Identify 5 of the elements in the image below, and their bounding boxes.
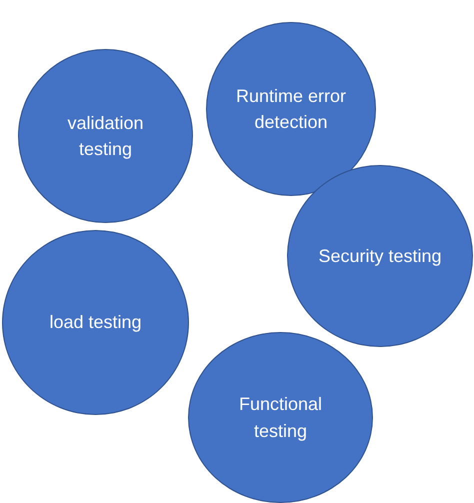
circle-node: Functional testing [188, 332, 373, 503]
circle-node: Runtime error detection [206, 22, 376, 196]
circle-node: load testing [2, 230, 189, 415]
circle-node: Security testing [287, 165, 473, 347]
circle-node: validation testing [18, 49, 193, 223]
